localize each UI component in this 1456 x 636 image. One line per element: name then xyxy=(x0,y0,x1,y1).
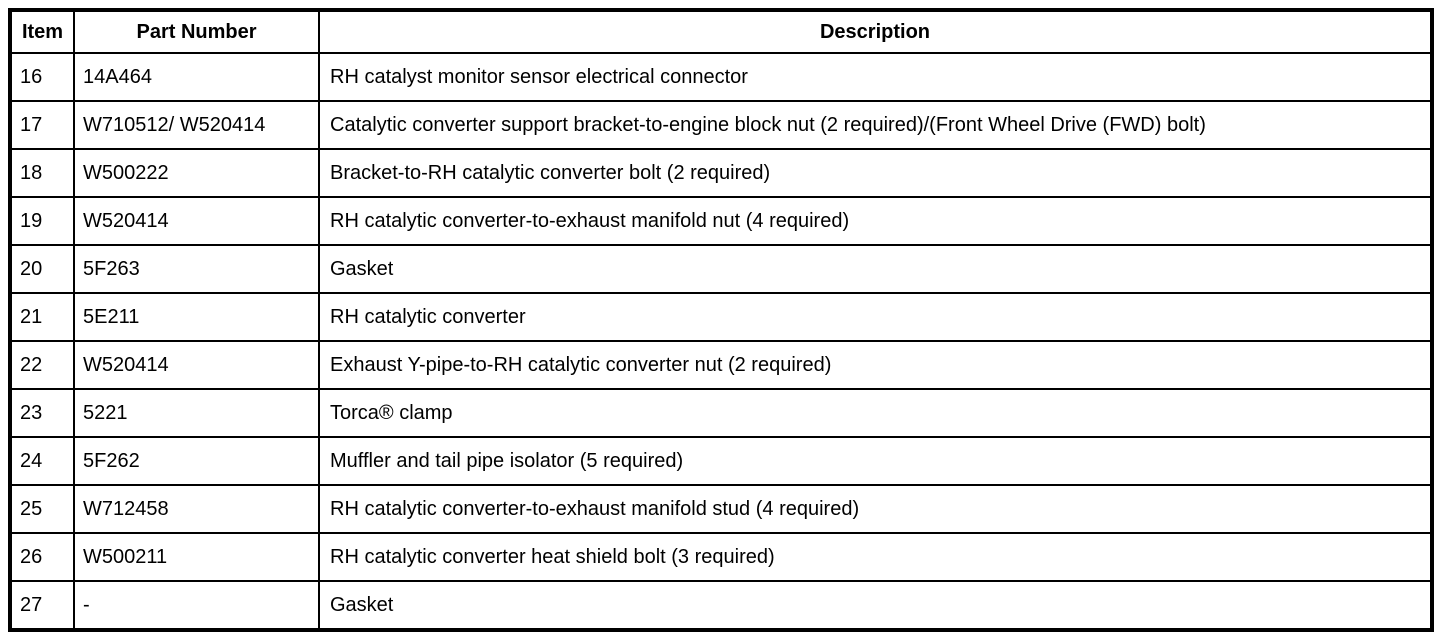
part-number-cell: W500222 xyxy=(73,148,320,198)
item-cell: 22 xyxy=(9,340,75,390)
table-row: 18 W500222 Bracket-to-RH catalytic conve… xyxy=(9,148,1433,198)
column-header-part-number: Part Number xyxy=(73,9,320,54)
description-cell: Gasket xyxy=(318,580,1433,631)
parts-table: Item Part Number Description 16 14A464 R… xyxy=(8,8,1434,632)
part-number-cell: 5F263 xyxy=(73,244,320,294)
description-cell: Muffler and tail pipe isolator (5 requir… xyxy=(318,436,1433,486)
item-cell: 23 xyxy=(9,388,75,438)
table-row: 26 W500211 RH catalytic converter heat s… xyxy=(9,532,1433,582)
part-number-cell: W520414 xyxy=(73,196,320,246)
part-number-cell: W520414 xyxy=(73,340,320,390)
item-cell: 16 xyxy=(9,52,75,102)
item-cell: 27 xyxy=(9,580,75,631)
table-row: 23 5221 Torca® clamp xyxy=(9,388,1433,438)
part-number-cell: 5221 xyxy=(73,388,320,438)
table-row: 27 - Gasket xyxy=(9,580,1433,631)
description-cell: Exhaust Y-pipe-to-RH catalytic converter… xyxy=(318,340,1433,390)
item-cell: 19 xyxy=(9,196,75,246)
part-number-cell: 14A464 xyxy=(73,52,320,102)
item-cell: 26 xyxy=(9,532,75,582)
part-number-cell: 5F262 xyxy=(73,436,320,486)
table-row: 20 5F263 Gasket xyxy=(9,244,1433,294)
table-row: 16 14A464 RH catalyst monitor sensor ele… xyxy=(9,52,1433,102)
part-number-cell: W710512/ W520414 xyxy=(73,100,320,150)
description-cell: Bracket-to-RH catalytic converter bolt (… xyxy=(318,148,1433,198)
description-cell: Torca® clamp xyxy=(318,388,1433,438)
column-header-description: Description xyxy=(318,9,1433,54)
item-cell: 25 xyxy=(9,484,75,534)
description-cell: RH catalytic converter-to-exhaust manifo… xyxy=(318,196,1433,246)
item-cell: 20 xyxy=(9,244,75,294)
item-cell: 21 xyxy=(9,292,75,342)
table-header-row: Item Part Number Description xyxy=(9,9,1433,54)
item-cell: 18 xyxy=(9,148,75,198)
item-cell: 17 xyxy=(9,100,75,150)
table-row: 22 W520414 Exhaust Y-pipe-to-RH catalyti… xyxy=(9,340,1433,390)
description-cell: RH catalytic converter xyxy=(318,292,1433,342)
table-row: 24 5F262 Muffler and tail pipe isolator … xyxy=(9,436,1433,486)
table-row: 19 W520414 RH catalytic converter-to-exh… xyxy=(9,196,1433,246)
part-number-cell: W712458 xyxy=(73,484,320,534)
column-header-item: Item xyxy=(9,9,75,54)
table-row: 25 W712458 RH catalytic converter-to-exh… xyxy=(9,484,1433,534)
description-cell: Gasket xyxy=(318,244,1433,294)
part-number-cell: W500211 xyxy=(73,532,320,582)
item-cell: 24 xyxy=(9,436,75,486)
description-cell: Catalytic converter support bracket-to-e… xyxy=(318,100,1433,150)
description-cell: RH catalytic converter heat shield bolt … xyxy=(318,532,1433,582)
part-number-cell: - xyxy=(73,580,320,631)
description-cell: RH catalyst monitor sensor electrical co… xyxy=(318,52,1433,102)
table-row: 17 W710512/ W520414 Catalytic converter … xyxy=(9,100,1433,150)
part-number-cell: 5E211 xyxy=(73,292,320,342)
description-cell: RH catalytic converter-to-exhaust manifo… xyxy=(318,484,1433,534)
table-row: 21 5E211 RH catalytic converter xyxy=(9,292,1433,342)
